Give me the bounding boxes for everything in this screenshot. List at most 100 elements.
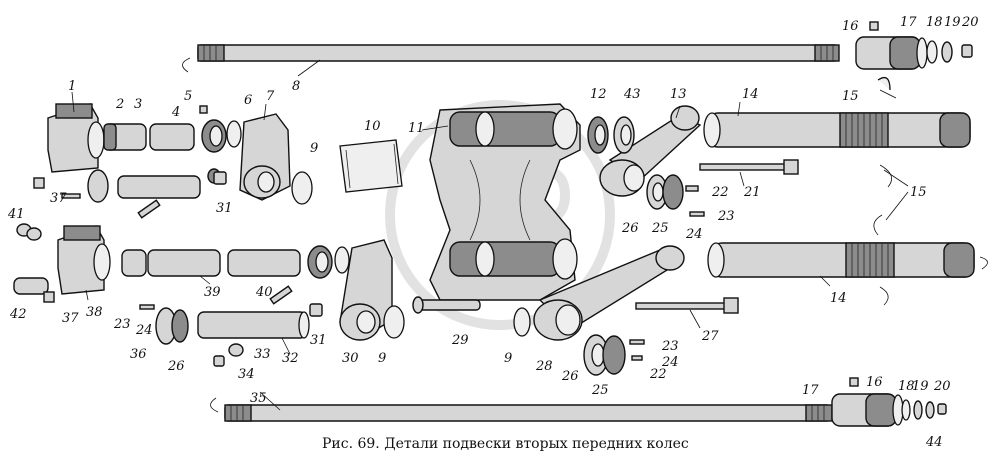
label-14-bottom: 14 — [830, 291, 847, 306]
bolt-23-left — [139, 304, 155, 310]
label-21: 21 — [743, 185, 761, 200]
label-7: 7 — [266, 89, 275, 104]
screw-16-top — [869, 21, 879, 31]
label-28: 28 — [535, 359, 553, 374]
label-12: 12 — [590, 87, 607, 102]
shaft-14-top — [703, 112, 971, 148]
lock-plate-25-top — [662, 174, 684, 210]
label-5: 5 — [184, 89, 192, 104]
clamp-42 — [13, 277, 49, 295]
lock-washer-26-top — [646, 174, 668, 210]
label-22-bottom: 22 — [649, 367, 667, 382]
label-11: 11 — [408, 121, 425, 136]
washer-9-right — [513, 307, 531, 337]
lever-13 — [599, 105, 702, 197]
label-26-bottom: 26 — [561, 369, 579, 384]
label-18-top: 18 — [926, 15, 943, 30]
label-3: 3 — [134, 97, 142, 112]
label-23-top: 23 — [717, 209, 735, 224]
screw-5 — [199, 105, 208, 114]
pin-shaft-left — [87, 168, 221, 203]
washer-9-left — [291, 171, 313, 205]
label-39: 39 — [204, 285, 221, 300]
shaft-14-bottom — [707, 242, 988, 278]
washer-33 — [228, 343, 244, 357]
pin-29 — [412, 296, 481, 314]
label-1: 1 — [68, 79, 76, 94]
bolt-37-bottom — [43, 291, 55, 303]
bracket-1 — [47, 103, 105, 173]
seal-mid — [307, 245, 350, 279]
nut-34 — [213, 355, 225, 367]
bushing-39 — [121, 249, 301, 277]
label-32: 32 — [282, 351, 299, 366]
label-23-bottom: 23 — [661, 339, 679, 354]
washer-18-top — [926, 40, 938, 64]
label-31-top: 31 — [216, 201, 233, 216]
label-40: 40 — [255, 285, 273, 300]
nut-31-bottom — [309, 303, 323, 317]
sleeve-17-bottom — [831, 377, 947, 427]
part-labels: 1 2 3 4 5 6 7 8 9 10 11 12 43 13 14 15 1… — [7, 15, 979, 450]
retaining-ring-15 — [873, 76, 892, 306]
label-14-top: 14 — [742, 87, 759, 102]
label-6: 6 — [244, 93, 252, 108]
label-19-top: 19 — [944, 15, 961, 30]
label-10: 10 — [364, 119, 381, 134]
label-25-bottom: 25 — [591, 383, 609, 398]
label-13: 13 — [670, 87, 687, 102]
label-4: 4 — [171, 105, 180, 120]
label-15-top: 15 — [842, 89, 859, 104]
label-33: 33 — [254, 347, 271, 362]
lever-28 — [533, 245, 685, 341]
label-24-top: 24 — [685, 227, 703, 242]
label-17-bottom: 17 — [802, 383, 819, 398]
bolt-21 — [699, 159, 799, 175]
key-pin — [137, 199, 161, 219]
label-16-bottom: 16 — [866, 375, 883, 390]
label-26-left: 26 — [167, 359, 185, 374]
shaft-32 — [197, 311, 310, 339]
bolt-27 — [635, 297, 739, 314]
washer-9-mid — [383, 305, 405, 339]
label-15-mid: 15 — [910, 185, 927, 200]
label-17-top: 17 — [900, 15, 917, 30]
label-20-top: 20 — [961, 15, 979, 30]
label-9-right: 9 — [504, 351, 512, 366]
label-37-bottom: 37 — [62, 311, 79, 326]
seal-4 — [201, 119, 227, 153]
label-24-bottom: 24 — [661, 355, 679, 370]
label-26-top: 26 — [621, 221, 639, 236]
label-20-bottom: 20 — [933, 379, 951, 394]
label-18-bottom: 18 — [898, 379, 915, 394]
label-19-bottom: 19 — [912, 379, 929, 394]
label-16-top: 16 — [842, 19, 859, 34]
torsion-bar-8 — [182, 44, 840, 73]
label-37-top: 37 — [50, 191, 67, 206]
bolts-22-23-24-bottom — [629, 339, 645, 361]
bolt-37-top — [33, 177, 81, 199]
bracket-38 — [57, 225, 111, 295]
washer-43 — [613, 116, 635, 154]
label-24-left: 24 — [135, 323, 153, 338]
label-27: 27 — [701, 329, 719, 344]
bolts-22-23-24-top — [685, 185, 705, 217]
bracket-11 — [429, 103, 581, 301]
sleeve-17-top — [855, 36, 928, 70]
label-30: 30 — [342, 351, 359, 366]
leader-lines — [71, 59, 909, 411]
washer-19-top — [941, 41, 953, 63]
label-34: 34 — [238, 367, 255, 382]
label-23-left: 23 — [113, 317, 131, 332]
seal-12 — [587, 116, 609, 154]
label-42: 42 — [9, 307, 27, 322]
figure-caption: Рис. 69. Детали подвески вторых передних… — [322, 436, 689, 452]
label-9-top: 9 — [310, 141, 318, 156]
lever-7 — [239, 113, 291, 201]
label-8: 8 — [292, 79, 300, 94]
label-25-top: 25 — [651, 221, 669, 236]
lock-plate-25-bottom — [602, 335, 626, 375]
label-43: 43 — [623, 87, 641, 102]
